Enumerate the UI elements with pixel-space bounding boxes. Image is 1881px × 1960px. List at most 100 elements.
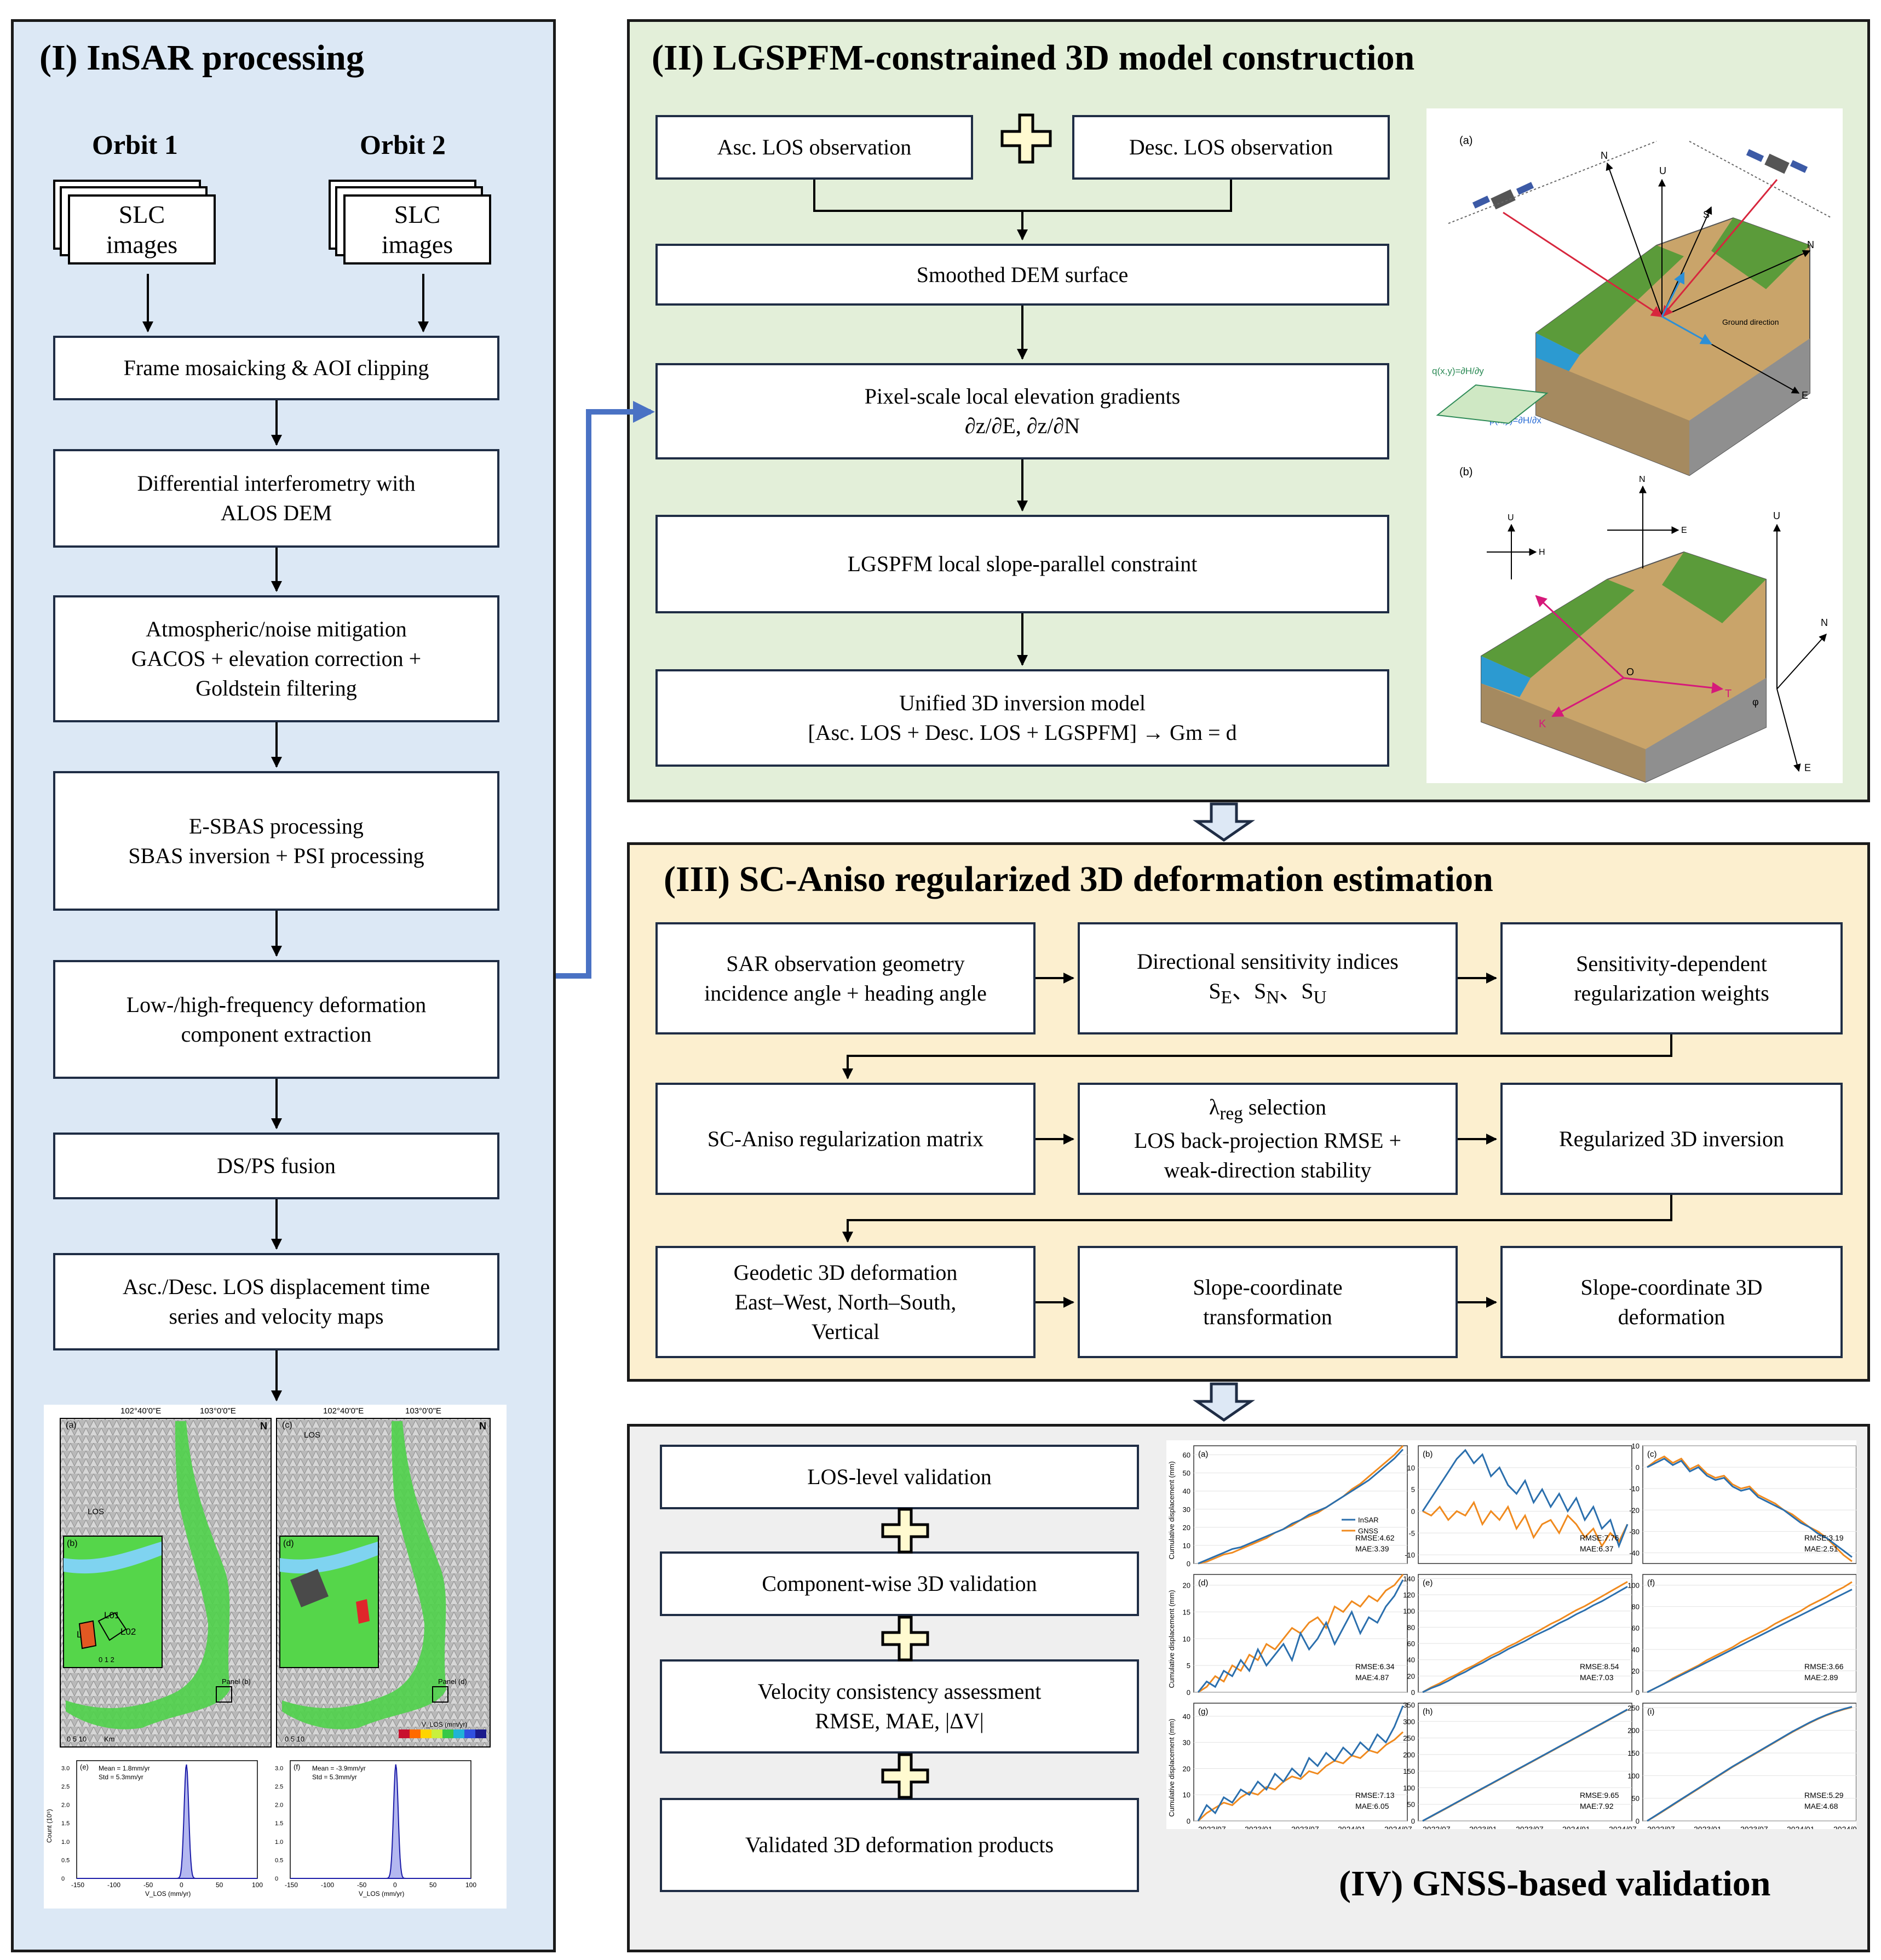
axis-h-label: H bbox=[1539, 548, 1545, 557]
mae-label: MAE:7.03 bbox=[1580, 1673, 1614, 1682]
y-tick-label: 80 bbox=[1407, 1623, 1415, 1631]
y-tick-label: 80 bbox=[1632, 1603, 1640, 1611]
histogram-y-tick: 2.5 bbox=[61, 1784, 70, 1790]
histogram-y-tick: 2.0 bbox=[275, 1802, 283, 1809]
histogram-curve bbox=[290, 1764, 471, 1879]
subplot-frame bbox=[1642, 1574, 1857, 1693]
histogram-y-tick: 0.5 bbox=[61, 1857, 70, 1864]
y-tick-label: -30 bbox=[1629, 1527, 1640, 1536]
insar-series-line bbox=[1647, 1457, 1853, 1558]
rmse-label: RMSE:8.54 bbox=[1580, 1662, 1619, 1671]
y-tick-label: 60 bbox=[1183, 1451, 1190, 1459]
histogram-y-tick: 2.0 bbox=[61, 1802, 70, 1809]
orbit-2-label: Orbit 2 bbox=[360, 129, 446, 160]
plus-icon bbox=[1000, 113, 1052, 164]
subplot-label: (i) bbox=[1647, 1707, 1654, 1716]
subplot-label: (c) bbox=[1647, 1450, 1657, 1459]
slc-images-2: SLC images bbox=[343, 194, 491, 265]
gnss-series-line bbox=[1422, 1580, 1628, 1693]
histogram-y-tick: 0 bbox=[275, 1876, 278, 1882]
subplot-frame bbox=[1418, 1574, 1632, 1693]
histogram-x-tick: 50 bbox=[216, 1881, 223, 1889]
subplot-label: (e) bbox=[1423, 1578, 1433, 1588]
histogram-y-tick: 0 bbox=[61, 1876, 65, 1882]
chart-y-axis-label: Cumulative displacement (mm) bbox=[1167, 1461, 1176, 1559]
insar-series-line bbox=[1647, 1706, 1853, 1822]
slope-geometry-svg: (a) U N S N E Groun bbox=[1432, 135, 1832, 783]
map-lon-label: 102°40'0"E bbox=[323, 1406, 364, 1416]
y-tick-label: 350 bbox=[1403, 1701, 1415, 1709]
histogram-x-tick: 0 bbox=[393, 1881, 397, 1889]
y-tick-label: -10 bbox=[1629, 1485, 1640, 1493]
map-lon-label: 102°40'0"E bbox=[120, 1406, 161, 1416]
vector-t-label: T bbox=[1725, 688, 1732, 700]
orbit-1-label: Orbit 1 bbox=[92, 129, 178, 160]
histogram-x-tick: 0 bbox=[180, 1881, 183, 1889]
map-lon-label: 103°0'0"E bbox=[200, 1406, 236, 1416]
q-gradient-label: q(x,y)=∂H/∂y bbox=[1432, 366, 1484, 376]
histogram-curve bbox=[77, 1764, 257, 1879]
phi-label: φ bbox=[1752, 697, 1759, 708]
y-tick-label: 100 bbox=[1403, 1784, 1415, 1792]
axis-n-label: N bbox=[1601, 150, 1608, 161]
scale-unit: Km bbox=[104, 1735, 115, 1743]
axis-e-label: E bbox=[1802, 390, 1808, 401]
histogram-y-tick: 1.0 bbox=[275, 1839, 283, 1846]
validated-3d-products: Validated 3D deformation products bbox=[660, 1798, 1139, 1892]
plus-icon bbox=[881, 1753, 929, 1799]
map-panel-label: (d) bbox=[283, 1539, 294, 1548]
panel-1-arrows bbox=[142, 274, 429, 1401]
inset-scale: 0 1 2 bbox=[99, 1656, 114, 1664]
histogram-std: Std = 5.3mm/yr bbox=[312, 1773, 357, 1781]
subplot-label: (g) bbox=[1198, 1707, 1208, 1716]
y-tick-label: 20 bbox=[1632, 1667, 1640, 1675]
y-tick-label: 120 bbox=[1403, 1591, 1415, 1599]
y-tick-label: 150 bbox=[1627, 1749, 1640, 1757]
y-tick-label: 40 bbox=[1407, 1656, 1415, 1664]
desc-los-observation: Desc. LOS observation bbox=[1072, 115, 1390, 180]
y-tick-label: 20 bbox=[1183, 1764, 1190, 1773]
subplot-frame bbox=[1642, 1445, 1857, 1564]
velocity-maps-figure: 102°40'0"E 103°0'0"E 102°40'0"E 103°0'0"… bbox=[44, 1405, 507, 1909]
histogram-x-label: V_LOS (mm/yr) bbox=[145, 1890, 191, 1898]
step-frame-mosaicking: Frame mosaicking & AOI clipping bbox=[53, 336, 499, 400]
sc-aniso-regularization-matrix: SC-Aniso regularization matrix bbox=[655, 1083, 1036, 1195]
subplot-frame bbox=[1418, 1445, 1632, 1564]
plus-icon bbox=[881, 1508, 929, 1554]
panel-link-arrow bbox=[556, 401, 655, 979]
panel-b-marker: Panel (b) bbox=[222, 1677, 251, 1686]
y-tick-label: 300 bbox=[1403, 1717, 1415, 1726]
axis-u-b-label: U bbox=[1773, 510, 1780, 521]
histogram-x-tick: 100 bbox=[252, 1881, 263, 1889]
histogram-y-tick: 3.0 bbox=[275, 1765, 283, 1772]
gnss-charts-svg: 0102030405060(a)RMSE:4.62MAE:3.39InSARGN… bbox=[1167, 1442, 1861, 1833]
step-esbas-processing: E-SBAS processing SBAS inversion + PSI p… bbox=[53, 771, 499, 911]
y-tick-label: 60 bbox=[1632, 1624, 1640, 1633]
step-elevation-gradients: Pixel-scale local elevation gradients ∂z… bbox=[655, 363, 1389, 459]
y-tick-label: 10 bbox=[1183, 1791, 1190, 1799]
landslide-label: L02 bbox=[120, 1626, 136, 1637]
y-tick-label: 0 bbox=[1411, 1817, 1415, 1825]
y-tick-label: 140 bbox=[1403, 1574, 1415, 1583]
axis-n2-label: N bbox=[1807, 239, 1814, 250]
y-tick-label: 0 bbox=[1411, 1688, 1415, 1697]
step-unified-inversion: Unified 3D inversion model [Asc. LOS + D… bbox=[655, 669, 1389, 767]
y-tick-label: 0 bbox=[1187, 1688, 1190, 1697]
y-tick-label: 5 bbox=[1411, 1486, 1415, 1494]
histogram-x-tick: -100 bbox=[321, 1881, 334, 1889]
panel-1-title: (I) InSAR processing bbox=[39, 38, 364, 78]
histogram-mean: Mean = 1.8mm/yr bbox=[99, 1764, 150, 1772]
insar-series-line bbox=[1197, 1579, 1404, 1693]
panel-3-title: (III) SC-Aniso regularized 3D deformatio… bbox=[664, 859, 1493, 899]
histogram-x-tick: -50 bbox=[357, 1881, 367, 1889]
rmse-label: RMSE:9.65 bbox=[1580, 1791, 1619, 1800]
velocity-color-legend: V_LOS (mm/yr) bbox=[399, 1721, 486, 1738]
y-tick-label: -10 bbox=[1405, 1551, 1415, 1559]
y-tick-label: 0 bbox=[1636, 1688, 1640, 1697]
y-tick-label: 10 bbox=[1632, 1442, 1640, 1450]
y-tick-label: 50 bbox=[1632, 1795, 1640, 1803]
geodetic-3d-deformation: Geodetic 3D deformation East–West, North… bbox=[655, 1246, 1036, 1358]
